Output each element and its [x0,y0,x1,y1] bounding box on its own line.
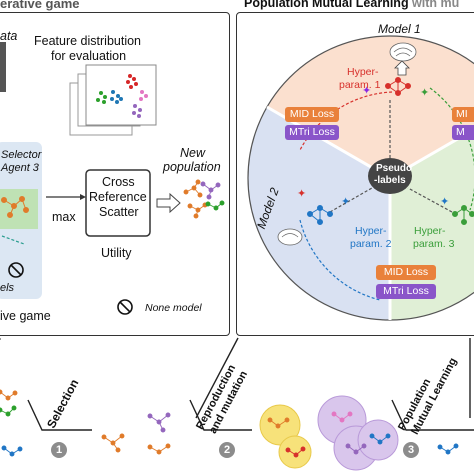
selector-agent-network [1,196,29,218]
hyper3-line1: Hyper- [414,225,446,237]
svg-text:✦: ✦ [362,84,371,97]
svg-text:✦: ✦ [420,86,429,99]
hyper1-line1: Hyper- [347,66,379,78]
none-model-legend-icon [117,299,133,315]
step-3-badge: 3 [403,442,419,458]
flow-arrow-3 [391,399,474,431]
pml-groups [317,395,399,471]
scatter-label-line1: Cross [102,175,135,189]
mid-loss-model1: MID Loss [285,107,339,122]
data-label-fragment: ata [0,29,18,43]
new-population-line1: New [180,146,206,160]
reproduction-groups [259,404,312,469]
selector-highlight [0,189,38,229]
cross-reference-scatter-box [85,169,151,237]
right-panel-title: Population Mutual Learning with mu [244,0,459,10]
hyper1-line2: param. 1 [339,79,381,91]
flow-arrow-1 [27,399,92,431]
new-population-line2: population [163,160,221,174]
hyper2-line2: param. 2 [350,238,392,250]
feature-caption-line1: Feature distribution [34,34,142,48]
right-title-gray: with mu [408,0,460,10]
model1-up-arrow [394,60,410,76]
data-image-strip [0,42,6,92]
models-label-fragment: els [0,282,15,294]
pseudo-labels-line2: -labels [374,175,406,186]
hollow-arrow [156,192,181,214]
game-label-fragment: ive game [0,309,51,323]
hyper2-line1: Hyper- [355,225,387,237]
model1-network [385,77,411,96]
scatter-label-line2: Reference [89,190,147,204]
mid-loss-model1-right: MI [452,107,474,122]
feature-caption-line2: for evaluation [51,49,127,63]
pseudo-link-2 [329,187,373,213]
mtri-loss-bottom: MTri Loss [376,284,436,299]
svg-text:✦: ✦ [440,195,449,208]
scatter-label-line3: Scatter [99,205,139,219]
utility-label: Utility [101,246,132,260]
model1-label: Model 1 [378,22,421,36]
pseudo-labels-bubble [368,158,412,194]
mtri-loss-model1-right: M [452,125,474,140]
model1-brain-icon [389,42,417,62]
selector-label-line2: Agent 3 [1,162,39,174]
none-model-legend-label: None model [145,302,202,314]
step-2-badge: 2 [219,442,235,458]
pseudo-link-3 [407,187,453,213]
connector-right-left [195,337,239,419]
pseudo-labels-line1: Pseudo [376,163,413,174]
left-panel-title: erative game [0,0,80,11]
flow-arrow-2 [189,399,252,431]
hyper3-line2: param. 3 [413,238,455,250]
population-networks [0,389,459,458]
new-population-networks [183,179,225,219]
model2-brain-icon [277,228,303,246]
svg-text:✦: ✦ [341,195,350,208]
selector-label-line1: Selector [1,149,42,161]
star-markers: ✦ ✦ ✦ ✦ ✦ [297,84,449,208]
mtri-loss-model1: MTri Loss [285,125,339,140]
feature-distribution-cards [69,64,157,136]
step-1-badge: 1 [51,442,67,458]
svg-text:✦: ✦ [297,187,306,200]
mid-loss-bottom: MID Loss [376,265,436,280]
right-title-bold: Population Mutual Learning [244,0,409,10]
model3-network [452,205,474,225]
max-label: max [52,210,76,224]
model2-network [307,205,333,225]
loop-arrow-green [429,87,474,211]
none-model-icon-selector [8,262,24,278]
